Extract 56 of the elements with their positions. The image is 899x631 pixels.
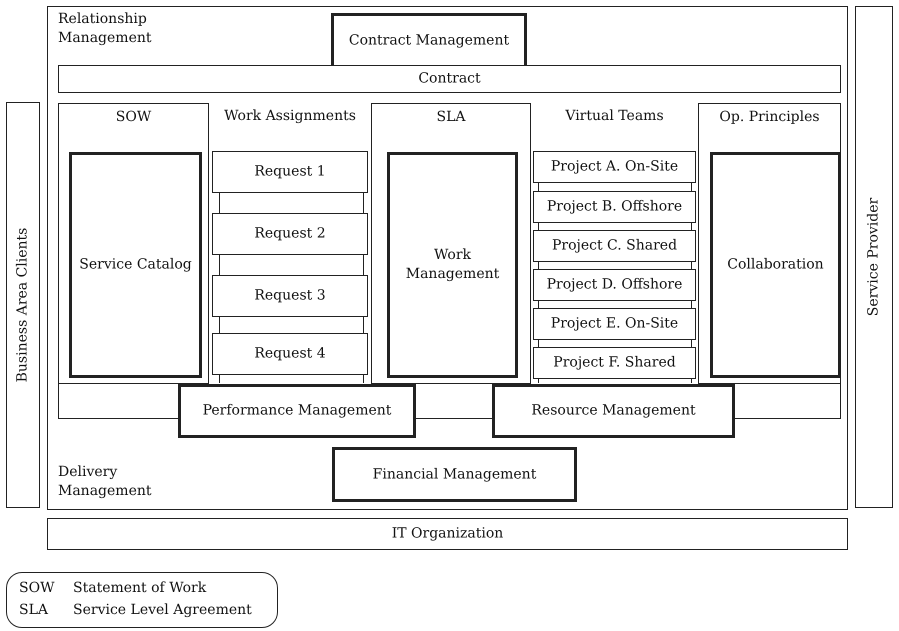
band-box bbox=[47, 518, 848, 550]
box-label: Project B. Offshore bbox=[546, 198, 684, 216]
box-label: Collaboration bbox=[726, 256, 825, 274]
box-label: Service Catalog bbox=[78, 256, 193, 274]
request-box bbox=[212, 333, 368, 375]
project-box bbox=[533, 347, 696, 379]
box-label: IT Organization bbox=[390, 524, 504, 544]
request-box bbox=[212, 213, 368, 255]
column-heading: SLA bbox=[436, 108, 467, 127]
definition: Statement of Work bbox=[73, 579, 206, 598]
box-label: Resource Management bbox=[530, 402, 697, 420]
box-label: Contract Management bbox=[348, 32, 510, 50]
box-label: Request 4 bbox=[253, 344, 327, 364]
box-label: Project C. Shared bbox=[550, 236, 678, 256]
column-box bbox=[371, 103, 531, 384]
side-band bbox=[855, 6, 893, 508]
process-box bbox=[332, 447, 577, 502]
box-label: Business Area Clients bbox=[14, 228, 32, 382]
band-box bbox=[58, 65, 841, 93]
box-label: Project F. Shared bbox=[552, 354, 677, 372]
process-box bbox=[178, 384, 416, 438]
abbreviation: SOW bbox=[19, 579, 54, 598]
project-box bbox=[533, 269, 696, 301]
column-heading: SOW bbox=[114, 108, 152, 127]
project-box bbox=[533, 151, 696, 183]
box-label: Contract bbox=[417, 70, 482, 88]
section-heading: Relationship Management bbox=[58, 10, 152, 48]
request-box bbox=[212, 151, 368, 193]
column-heading: Virtual Teams bbox=[564, 107, 665, 126]
project-box bbox=[533, 308, 696, 340]
section-heading: Delivery Management bbox=[58, 463, 152, 501]
definition: Service Level Agreement bbox=[73, 601, 252, 620]
box-label: Performance Management bbox=[202, 402, 392, 420]
project-box bbox=[533, 230, 696, 262]
process-box bbox=[387, 152, 518, 378]
box-label: Financial Management bbox=[372, 465, 538, 484]
side-band bbox=[6, 102, 40, 508]
column-box bbox=[58, 103, 209, 384]
process-box bbox=[710, 152, 841, 378]
abbreviation: SLA bbox=[19, 601, 48, 620]
column-heading: Op. Principles bbox=[718, 108, 821, 127]
box-label: Project E. On-Site bbox=[550, 314, 680, 334]
frame-box bbox=[47, 6, 848, 510]
box-label: Request 3 bbox=[253, 286, 327, 306]
request-box bbox=[212, 275, 368, 317]
box-label: Service Provider bbox=[864, 198, 882, 316]
box-label: Project D. Offshore bbox=[546, 276, 684, 294]
process-box bbox=[492, 384, 735, 438]
process-box bbox=[69, 152, 202, 378]
box-label: Project A. On-Site bbox=[550, 158, 680, 176]
box-label: Request 2 bbox=[253, 224, 327, 244]
column-box bbox=[698, 103, 841, 384]
box-label: Work Management bbox=[404, 246, 500, 284]
box-label: Request 1 bbox=[253, 162, 327, 182]
project-box bbox=[533, 191, 696, 223]
column-heading: Work Assignments bbox=[223, 107, 357, 126]
